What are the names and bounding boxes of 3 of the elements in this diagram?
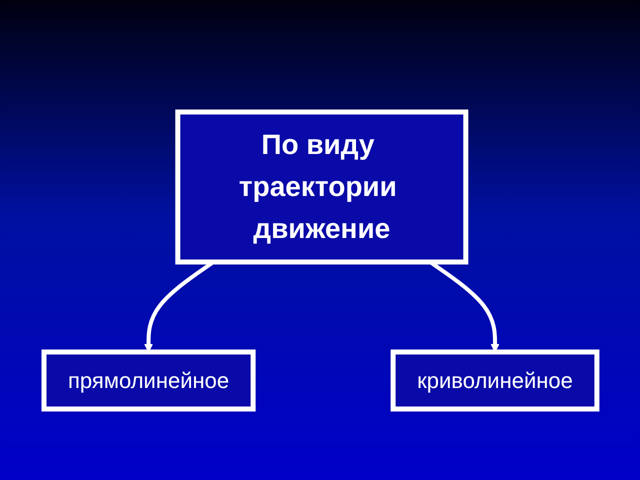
node-box: прямолинейное [41,349,256,411]
node-box: криволинейное [390,349,599,411]
node-box: По виду траектории движение [174,109,468,264]
